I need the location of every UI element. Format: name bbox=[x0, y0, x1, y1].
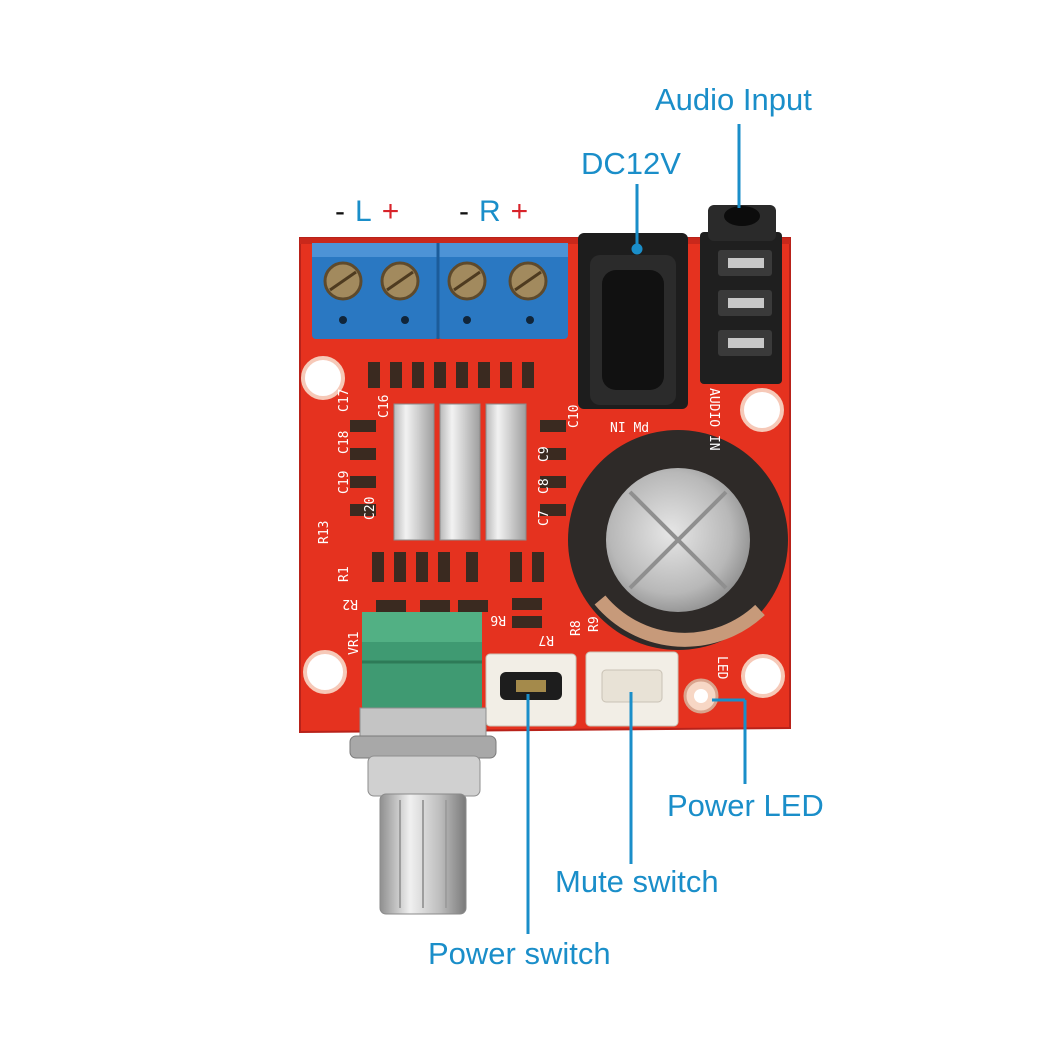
silk-r6: R6 bbox=[490, 612, 506, 627]
left-channel-letter: L bbox=[355, 195, 372, 228]
right-channel-letter: R bbox=[479, 195, 501, 228]
silk-c17: C17 bbox=[337, 389, 352, 412]
silk-led: LED bbox=[714, 656, 729, 680]
right-plus-sign: + bbox=[510, 195, 529, 228]
power-led bbox=[683, 678, 719, 714]
power-switch-jumper bbox=[485, 653, 577, 727]
terminal-screw-2 bbox=[380, 261, 420, 301]
volume-potentiometer bbox=[349, 612, 497, 915]
silk-r2: R2 bbox=[342, 596, 358, 611]
silk-r8: R8 bbox=[569, 620, 584, 636]
audio-input-label: Audio Input bbox=[655, 82, 812, 117]
terminal-screw-4 bbox=[508, 261, 548, 301]
terminal-screw-3 bbox=[447, 261, 487, 301]
callout-lines bbox=[526, 124, 747, 934]
silk-audio-in: AUDIO IN bbox=[706, 388, 721, 451]
speaker-terminal-block bbox=[312, 243, 568, 339]
silk-c18: C18 bbox=[337, 431, 352, 454]
dc12v-label: DC12V bbox=[581, 146, 681, 181]
smd-components bbox=[350, 362, 566, 628]
power-led-label: Power LED bbox=[667, 788, 824, 823]
silk-r13: R13 bbox=[317, 521, 332, 544]
silk-r7: R7 bbox=[538, 632, 554, 647]
electrolytic-capacitor bbox=[568, 430, 788, 650]
silk-c19: C19 bbox=[337, 471, 352, 494]
silkscreen-text: AUDIO IN NI Md LED VR1 R13 R1 R2 R7 R8 R… bbox=[317, 388, 729, 680]
silk-r9: R9 bbox=[587, 616, 602, 632]
silk-c16: C16 bbox=[377, 395, 392, 418]
silk-c20: C20 bbox=[363, 497, 378, 520]
dc-power-jack bbox=[578, 233, 688, 409]
silk-c8: C8 bbox=[537, 478, 552, 494]
silk-c10: C10 bbox=[567, 405, 582, 428]
right-channel-polarity: -R + bbox=[459, 197, 528, 227]
silk-c7: C7 bbox=[537, 510, 552, 526]
power-switch-label: Power switch bbox=[428, 936, 611, 971]
mute-switch-label: Mute switch bbox=[555, 864, 719, 899]
terminal-screw-1 bbox=[323, 261, 363, 301]
mute-switch-header bbox=[585, 651, 679, 727]
left-minus-sign: - bbox=[335, 195, 345, 228]
silk-r1: R1 bbox=[337, 566, 352, 582]
dc12v-leader-dot bbox=[631, 243, 643, 255]
left-channel-polarity: -L + bbox=[335, 197, 399, 227]
mounting-holes bbox=[301, 356, 785, 698]
left-plus-sign: + bbox=[381, 195, 400, 228]
heatsink bbox=[393, 403, 527, 541]
silk-ni-md: NI Md bbox=[610, 421, 649, 436]
silk-vr1: VR1 bbox=[347, 632, 362, 655]
audio-input-jack bbox=[700, 205, 782, 384]
right-minus-sign: - bbox=[459, 195, 469, 228]
silk-c9: C9 bbox=[537, 446, 552, 462]
